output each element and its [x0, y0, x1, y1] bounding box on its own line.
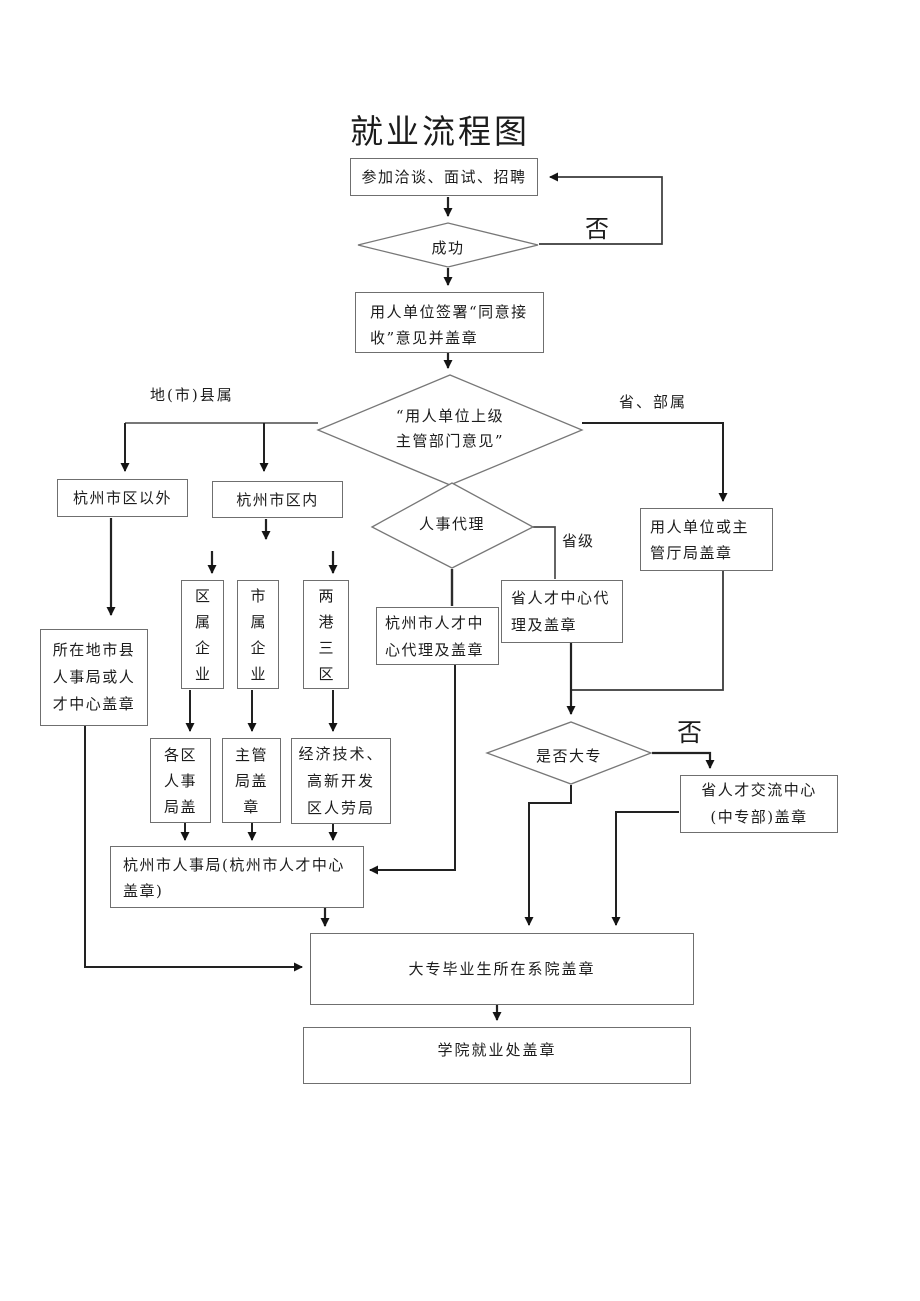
city-enterprise-box: 市 属 企 业: [237, 580, 279, 689]
local-to-deptcollege-arrow: [84, 726, 303, 972]
hz-hr-bureau-box: 杭州市人事局(杭州市人才中心 盖章): [110, 846, 364, 908]
dept-bureau-seal-box: 主管 局盖 章: [222, 738, 281, 823]
employer-or-dept-seal-box: 用人单位或主 管厅局盖章: [640, 508, 773, 571]
hztalent-to-hzhr-arrow: [369, 665, 456, 875]
success-diamond: [357, 222, 539, 268]
local-hr-bureau-box: 所在地市县 人事局或人 才中心盖章: [40, 629, 148, 726]
econ-tech-zone-box: 经济技术、 高新开发 区人劳局: [291, 738, 391, 824]
success-diamond-label: 成功: [431, 239, 465, 257]
district-hr-seal-box: 各区 人事 局盖: [150, 738, 211, 823]
city-county-label: 地(市)县属: [150, 386, 234, 404]
no-label-top: 否: [585, 215, 609, 243]
employment-office-seal-box: 学院就业处盖章: [303, 1027, 691, 1084]
attend-interview-box: 参加洽谈、面试、招聘: [350, 158, 538, 196]
employer-merge-line: [572, 571, 724, 691]
is-college-diamond: [485, 721, 653, 785]
prov-talent-center-box: 省人才中心代 理及盖章: [501, 580, 623, 643]
dept-college-seal-box: 大专毕业生所在系院盖章: [310, 933, 694, 1005]
prov-exchange-center-box: 省人才交流中心 (中专部)盖章: [680, 775, 838, 833]
agency-right-to-provtalent-line: [533, 526, 556, 579]
hz-talent-center-box: 杭州市人才中 心代理及盖章: [376, 607, 499, 665]
superior-opinion-diamond: [316, 374, 584, 486]
sign-agree-box: 用人单位签署“同意接 收”意见并盖章: [355, 292, 544, 353]
district-enterprise-box: 区 属 企 业: [181, 580, 224, 689]
hr-agency-diamond: [370, 482, 535, 569]
iscollege-no-arrow: [652, 751, 715, 769]
outside-hangzhou-box: 杭州市区以外: [57, 479, 188, 517]
provexchange-to-dept-arrow: [611, 811, 679, 926]
superior-opinion-diamond-label: “用人单位上级 主管部门意见”: [395, 407, 505, 450]
inside-hangzhou-box: 杭州市区内: [212, 481, 343, 518]
two-ports-three-zones-box: 两 港 三 区: [303, 580, 349, 689]
province-ministry-label: 省、部属: [619, 393, 688, 411]
right-branch-arrow: [582, 422, 728, 502]
hr-agency-diamond-label: 人事代理: [418, 515, 485, 533]
no-label-right: 否: [677, 718, 703, 747]
page-title: 就业流程图: [350, 112, 530, 151]
iscollege-yes-arrow: [524, 785, 572, 926]
province-level-label: 省级: [562, 532, 595, 550]
is-college-diamond-label: 是否大专: [535, 747, 602, 765]
no-loop-arrow: [539, 172, 663, 245]
